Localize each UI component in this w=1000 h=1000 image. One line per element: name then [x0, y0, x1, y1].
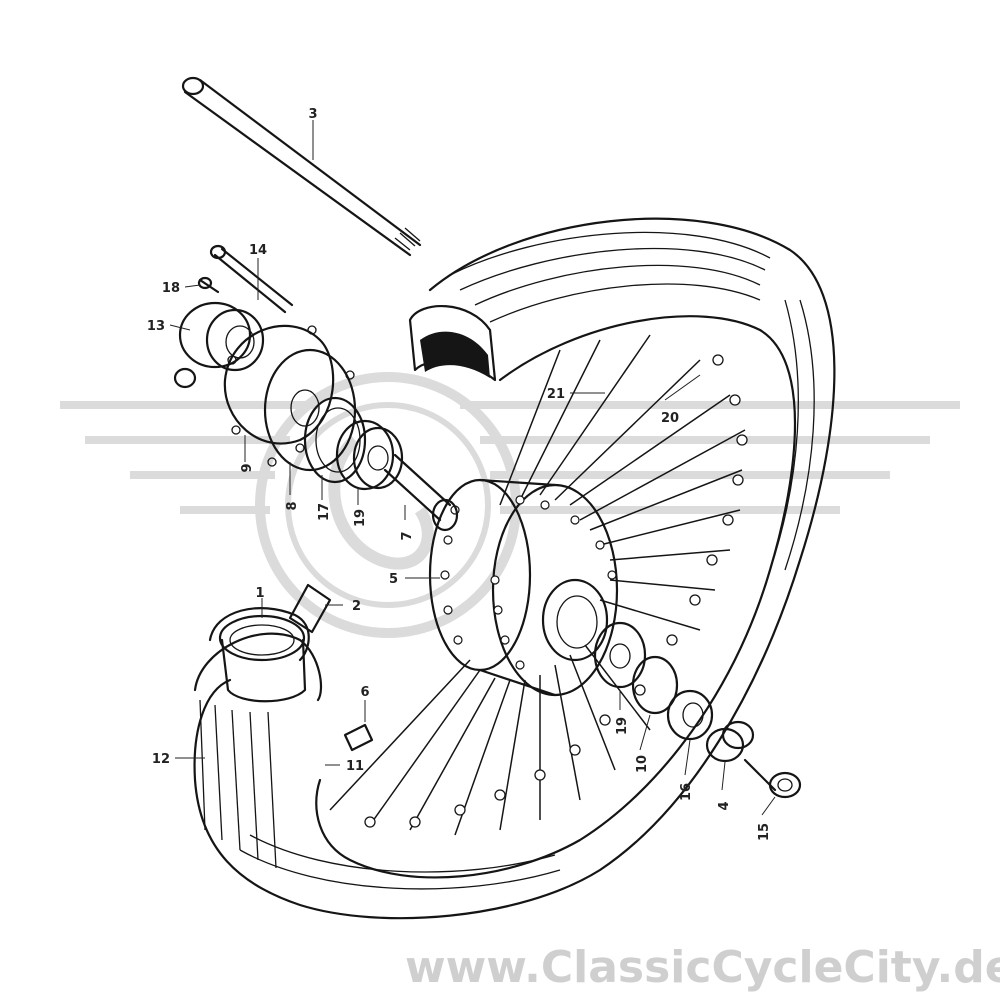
distance-collar [383, 453, 459, 532]
callout-15: 15 [757, 823, 772, 841]
side-collar [666, 689, 714, 741]
callout-20: 20 [661, 411, 679, 426]
callout-17: 17 [317, 503, 332, 521]
ball-bearing-right [593, 621, 647, 689]
right-dust-seal [631, 655, 679, 715]
rim-band [288, 583, 332, 634]
inner-tube-section [218, 614, 307, 703]
valve-cap [343, 723, 374, 752]
callout-12: 12 [152, 752, 170, 767]
callout-7: 7 [400, 531, 415, 540]
ball-bearing-left [335, 419, 404, 491]
callout-21: 21 [547, 387, 565, 402]
callout-1: 1 [255, 586, 264, 601]
callout-2: 2 [352, 599, 361, 614]
callout-13: 13 [147, 319, 165, 334]
callout-4: 4 [717, 801, 732, 810]
panel-bolt [209, 244, 294, 314]
retainer-plate [223, 324, 335, 453]
axle-spacer [705, 720, 755, 763]
callout-labels: 1 2 3 4 5 6 7 8 9 10 11 12 13 14 15 16 1… [147, 107, 772, 841]
small-screw [197, 276, 220, 294]
callout-10: 10 [635, 755, 650, 773]
callout-19-right: 19 [615, 717, 630, 735]
callout-8: 8 [285, 501, 300, 510]
callout-11: 11 [346, 759, 364, 774]
callout-18: 18 [162, 281, 180, 296]
rim-nipples [364, 354, 748, 828]
callout-5: 5 [389, 572, 398, 587]
callout-19-left: 19 [353, 509, 368, 527]
speedometer-gearbox [173, 301, 265, 389]
hub-flange-holes [440, 495, 617, 670]
leader-lines [169, 120, 776, 816]
callout-9: 9 [240, 463, 255, 472]
axle-nut [743, 758, 802, 799]
wheel-hub [428, 478, 619, 697]
callout-14: 14 [249, 243, 267, 258]
callout-3: 3 [308, 107, 317, 122]
tire [193, 217, 836, 920]
watermark-url: www.ClassicCycleCity.de [405, 942, 1000, 993]
gear-retainer [263, 348, 357, 472]
watermark-logo [60, 372, 960, 638]
callout-6: 6 [360, 685, 369, 700]
callout-16: 16 [679, 783, 694, 801]
front-axle [181, 76, 422, 257]
